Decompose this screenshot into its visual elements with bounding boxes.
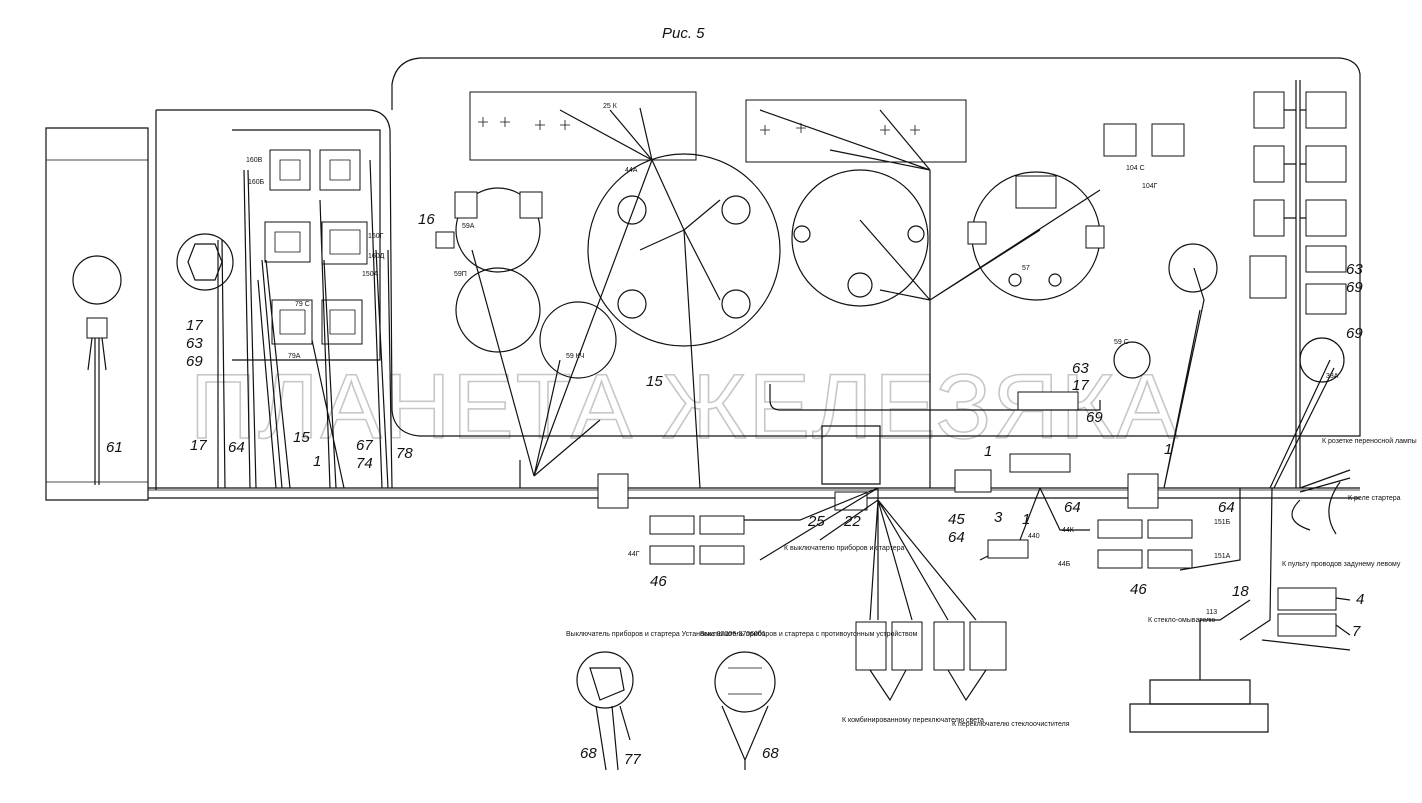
callout-61: 61 — [106, 439, 123, 456]
callout-69a: 69 — [186, 353, 203, 370]
dashboard-outline — [148, 57, 1361, 511]
note-wiper-washer: К стекло-омывателю — [1148, 617, 1215, 624]
callout-17a: 17 — [186, 317, 203, 334]
gauges: 59А 59П 59 КЧ 104 С 104Г 57 59 С 33А — [435, 123, 1345, 383]
callout-77: 77 — [624, 751, 641, 768]
tag-t16: 44К — [1062, 527, 1075, 534]
callout-numbers: 61 17 63 69 17 64 15 1 67 74 78 16 15 63… — [106, 211, 1364, 768]
callout-4: 4 — [1356, 591, 1364, 608]
tag-t23: 59 С — [1114, 339, 1129, 346]
left-switch-blocks: 160В 160Б 160Г 160Д 150А 79 С 79А — [176, 149, 385, 360]
tag-t19: 151А — [1214, 553, 1231, 560]
callout-17b: 17 — [190, 437, 207, 454]
tag-t13: 104 С — [1126, 165, 1145, 172]
callout-15b: 15 — [646, 373, 663, 390]
left-lamp-panel — [45, 127, 149, 501]
callout-1b: 1 — [984, 443, 992, 460]
callout-69b: 69 — [1086, 409, 1103, 426]
callout-1a: 1 — [313, 453, 321, 470]
right-connector-blocks — [1249, 91, 1347, 315]
callout-25: 25 — [807, 513, 825, 530]
tag-t18: 151Б — [1214, 519, 1231, 526]
ignition-switch-views — [576, 651, 776, 771]
callout-64c: 64 — [1064, 499, 1081, 516]
tag-t6: 79 С — [295, 301, 310, 308]
tag-t5: 150А — [362, 271, 379, 278]
tag-t20: 113 — [1206, 609, 1217, 616]
note-combined-switch: К комбинированному переключателю света — [842, 716, 984, 724]
tag-t9: 59П — [454, 271, 467, 278]
note-wiper-switch: К переключателю стеклоочистителя — [952, 721, 1070, 728]
tag-t17: 44Б — [1058, 561, 1071, 568]
note-cable-control: К пульту проводов задунему левому — [1282, 561, 1401, 568]
callout-64b: 64 — [948, 529, 965, 546]
callout-15a: 15 — [293, 429, 310, 446]
callout-45: 45 — [948, 511, 965, 528]
callout-69d: 69 — [1346, 325, 1363, 342]
callout-1c: 1 — [1022, 511, 1030, 528]
lower-connectors: 44К 44Б 151Б 151А 113 440 44Г — [628, 515, 1351, 733]
callout-74: 74 — [356, 455, 373, 472]
tag-t11: 25 К — [603, 103, 618, 110]
callout-68b: 68 — [762, 745, 779, 762]
callout-3: 3 — [994, 509, 1003, 526]
callout-68a: 68 — [580, 745, 597, 762]
note-starter-relay: К реле стартера — [1348, 495, 1401, 502]
tag-t1: 160В — [246, 157, 263, 164]
callout-78: 78 — [396, 445, 413, 462]
tag-t7: 79А — [288, 353, 301, 360]
callout-69c: 69 — [1346, 279, 1363, 296]
tag-t14: 104Г — [1142, 183, 1158, 190]
callout-63b: 63 — [1072, 360, 1089, 377]
tag-t12: 44А — [625, 167, 638, 174]
tag-t15: 57 — [1022, 265, 1030, 272]
callout-46a: 46 — [650, 573, 667, 590]
upper-connector-bars: 25 К 44А — [469, 91, 967, 174]
tag-t24: 33А — [1326, 373, 1339, 380]
note-ignition-switch-b: Выключатель приборов и стартера с против… — [700, 630, 917, 638]
callout-64a: 64 — [228, 439, 245, 456]
figure-title: Рис. 5 — [662, 25, 705, 42]
note-socket-trailer: К розетке переносной лампы — [1322, 437, 1417, 445]
callout-46b: 46 — [1130, 581, 1147, 598]
callout-7: 7 — [1352, 623, 1361, 640]
tag-t10: 59 КЧ — [566, 353, 585, 360]
tag-t22: 44Г — [628, 551, 640, 558]
notes: К розетке переносной лампы К реле старте… — [566, 437, 1417, 728]
watermark-text: ПЛАНЕТА ЖЕЛЕЗЯКА — [190, 356, 1180, 458]
callout-17c: 17 — [1072, 377, 1089, 394]
callout-63a: 63 — [186, 335, 203, 352]
callout-67: 67 — [356, 437, 373, 454]
callout-64d: 64 — [1218, 499, 1235, 516]
tag-t3: 160Г — [368, 233, 384, 240]
callout-63c: 63 — [1346, 261, 1363, 278]
tag-t2: 160Б — [248, 179, 265, 186]
callout-22: 22 — [843, 513, 861, 530]
callout-18: 18 — [1232, 583, 1249, 600]
callout-1d: 1 — [1164, 441, 1172, 458]
tag-t8: 59А — [462, 223, 475, 230]
note-ignition-starter: К выключателю приборов и стартера — [784, 544, 905, 552]
callout-16: 16 — [418, 211, 435, 228]
tag-t21: 440 — [1028, 533, 1040, 540]
note-ignition-switch-a: Выключатель приборов и стартера Установк… — [566, 630, 766, 638]
